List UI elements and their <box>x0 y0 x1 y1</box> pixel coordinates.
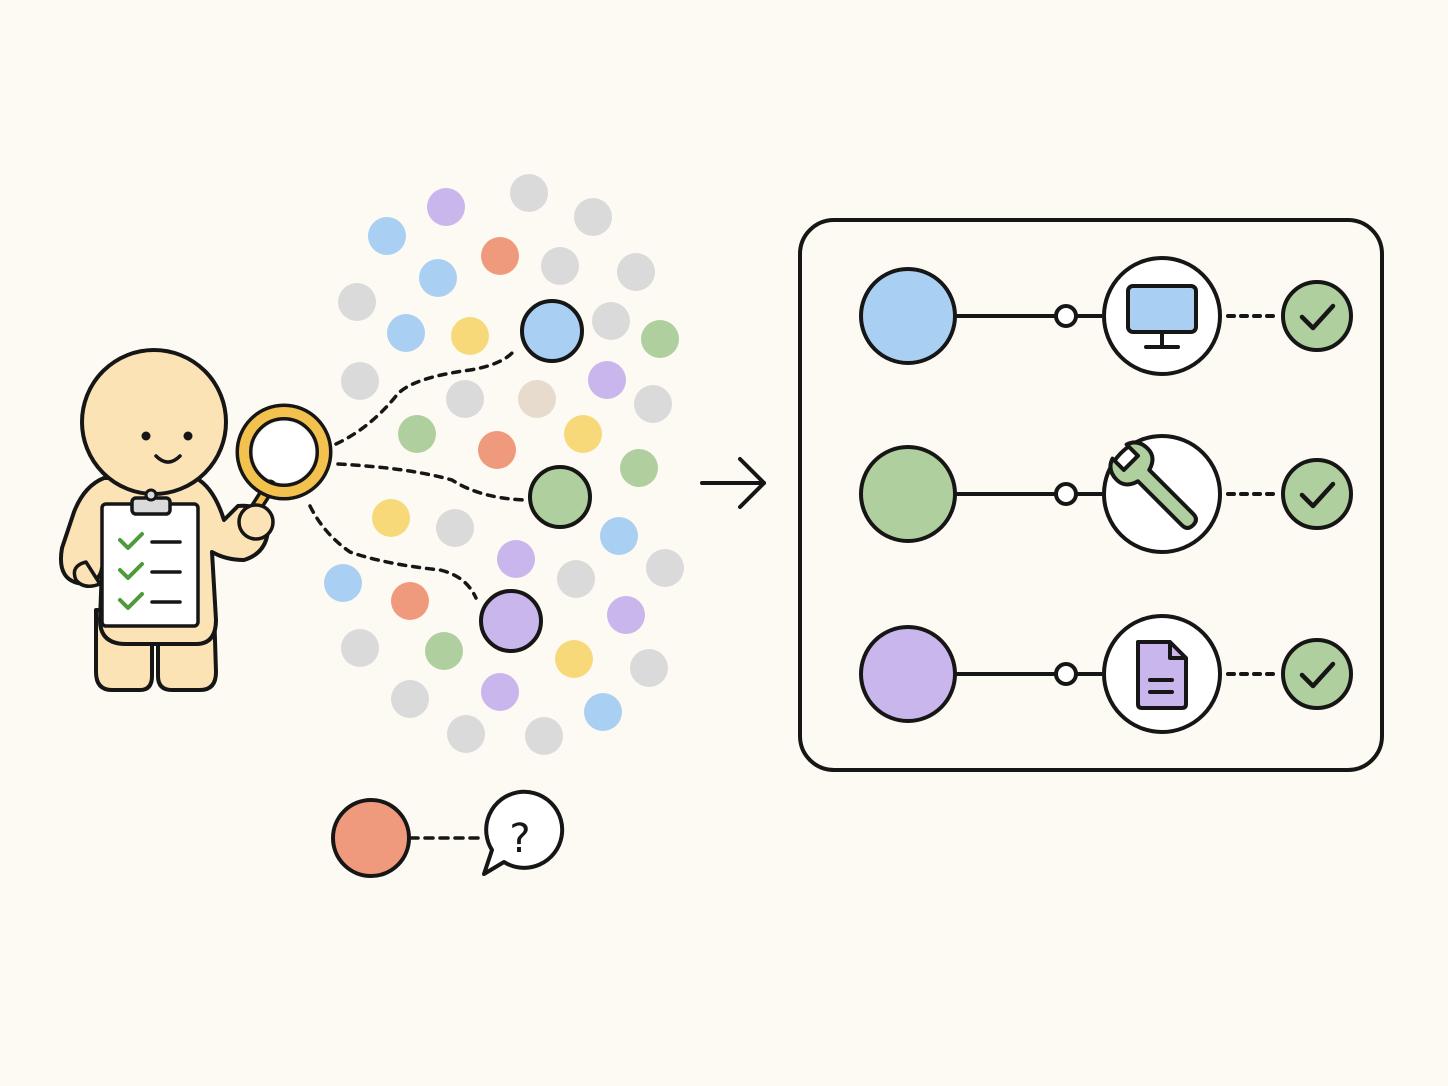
mapping-row <box>859 434 1353 554</box>
row-category-dot <box>859 267 957 365</box>
scatter-dot <box>646 549 684 587</box>
scatter-dot <box>497 540 535 578</box>
scatter-dot <box>620 449 658 487</box>
document-icon <box>1136 640 1188 710</box>
clipboard-check-icon <box>118 592 144 610</box>
scatter-dot <box>607 596 645 634</box>
row-node <box>1054 304 1078 328</box>
clipboard-icon <box>100 488 200 628</box>
figure-smile <box>154 454 182 464</box>
scatter-dot <box>341 362 379 400</box>
scatter-dot <box>398 415 436 453</box>
monitor-icon <box>1126 284 1198 349</box>
scatter-dot <box>372 499 410 537</box>
scatter-dot <box>555 640 593 678</box>
scatter-dot <box>510 174 548 212</box>
check-icon <box>1281 638 1353 710</box>
scatter-dot <box>447 715 485 753</box>
scatter-dot <box>481 673 519 711</box>
scatter-dot <box>368 217 406 255</box>
scatter-dot <box>425 632 463 670</box>
selected-dot <box>520 299 584 363</box>
scatter-dot <box>557 560 595 598</box>
figure-eye-right <box>183 431 193 441</box>
scatter-dot <box>518 380 556 418</box>
question-bubble-icon: ? <box>482 789 565 876</box>
clipboard-check-icon <box>118 532 144 550</box>
connector-to-blue <box>334 346 518 446</box>
scatter-dot <box>541 247 579 285</box>
scatter-dot <box>446 380 484 418</box>
scatter-dot <box>564 415 602 453</box>
selected-dots <box>479 299 592 653</box>
scatter-dot <box>600 517 638 555</box>
connector-to-green <box>336 462 526 502</box>
scatter-dot <box>387 314 425 352</box>
row-node <box>1054 482 1078 506</box>
figure-head <box>80 348 228 496</box>
mapping-panel <box>798 218 1384 772</box>
row-category-dot <box>859 625 957 723</box>
scatter-dot <box>478 431 516 469</box>
scatter-dot <box>419 259 457 297</box>
scatter-dot <box>481 237 519 275</box>
mapping-row <box>859 256 1353 376</box>
scatter-dot <box>588 361 626 399</box>
scatter-dot <box>451 317 489 355</box>
figure-hand-right <box>237 503 275 541</box>
figure-eye-left <box>141 431 151 441</box>
scatter-dot <box>574 198 612 236</box>
right-arrow-icon <box>700 457 766 509</box>
unmatched-item: ? <box>331 789 565 878</box>
wrench-icon <box>1108 440 1198 530</box>
inspector-figure <box>59 348 333 692</box>
row-node <box>1054 662 1078 686</box>
selected-dot <box>528 465 592 529</box>
scatter-dot <box>391 680 429 718</box>
scatter-dot <box>324 564 362 602</box>
connector-to-purple <box>308 504 478 600</box>
scatter-dot <box>436 509 474 547</box>
figure-hand-left <box>72 560 102 588</box>
scatter-dot <box>584 693 622 731</box>
scatter-dot <box>617 253 655 291</box>
scatter-dot <box>641 320 679 358</box>
scatter-dot <box>391 582 429 620</box>
scatter-dot <box>427 188 465 226</box>
unmatched-dot <box>331 798 411 878</box>
scatter-dot <box>525 717 563 755</box>
scatter-dot <box>341 629 379 667</box>
magnifier-connectors <box>308 346 526 600</box>
check-icon <box>1281 458 1353 530</box>
mapping-rows <box>859 256 1353 734</box>
scatter-dot <box>592 302 630 340</box>
selected-dot <box>479 589 543 653</box>
check-icon <box>1281 280 1353 352</box>
mapping-row <box>859 614 1353 734</box>
clipboard-check-icon <box>118 562 144 580</box>
candidate-dot-cloud <box>324 174 684 755</box>
scatter-dot <box>630 649 668 687</box>
scatter-dot <box>634 385 672 423</box>
scatter-dot <box>338 283 376 321</box>
row-category-dot <box>859 445 957 543</box>
question-mark: ? <box>509 816 530 862</box>
